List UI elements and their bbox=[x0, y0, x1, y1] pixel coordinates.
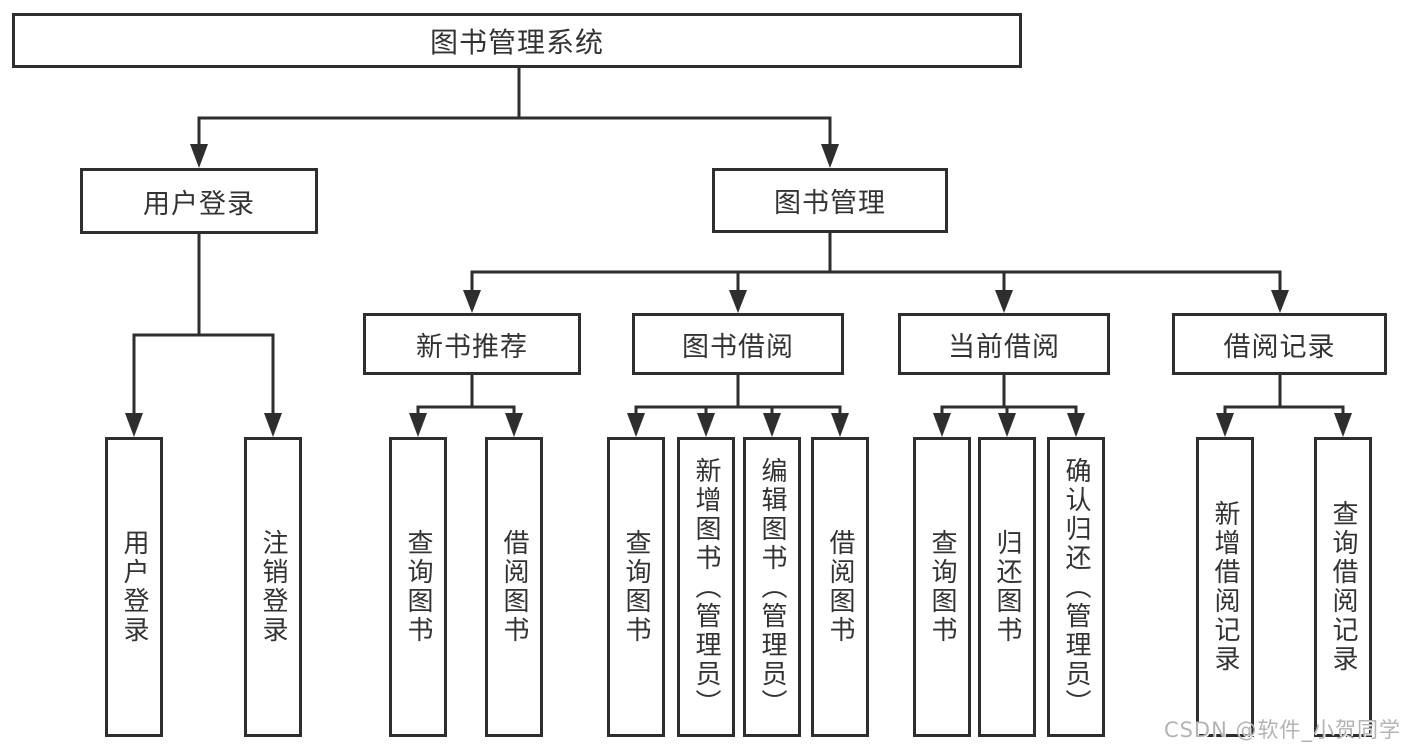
node-label: 查询图书 bbox=[403, 529, 433, 645]
node-label: 图书管理系统 bbox=[429, 25, 604, 59]
node-label: 注销登录 bbox=[258, 529, 288, 645]
node-leaf-query-book-1: 查询图书 bbox=[389, 437, 447, 737]
node-label: 新增借阅记录 bbox=[1210, 500, 1240, 674]
node-leaf-query-book-2: 查询图书 bbox=[607, 437, 665, 737]
node-label: 图书借阅 bbox=[682, 331, 794, 363]
node-book-borrow: 图书借阅 bbox=[632, 313, 844, 375]
node-leaf-user-login: 用户登录 bbox=[105, 437, 163, 737]
node-borrow-records: 借阅记录 bbox=[1172, 313, 1387, 375]
node-leaf-add-book-admin: 新增图书（管理员） bbox=[677, 437, 735, 737]
node-book-management-branch: 图书管理 bbox=[712, 168, 948, 233]
node-label: 新增图书（管理员） bbox=[691, 456, 721, 718]
node-label: 查询图书 bbox=[927, 529, 957, 645]
node-label: 图书管理 bbox=[774, 188, 886, 219]
node-user-login-branch: 用户登录 bbox=[80, 168, 318, 234]
node-label: 编辑图书（管理员） bbox=[757, 456, 787, 718]
node-leaf-edit-book-admin: 编辑图书（管理员） bbox=[743, 437, 801, 737]
node-label: 借阅记录 bbox=[1223, 331, 1336, 363]
node-leaf-borrow-book-1: 借阅图书 bbox=[485, 437, 543, 737]
node-label: 新书推荐 bbox=[416, 331, 528, 363]
node-label: 借阅图书 bbox=[499, 529, 529, 645]
node-current-borrow: 当前借阅 bbox=[898, 313, 1110, 375]
node-leaf-add-borrow-record: 新增借阅记录 bbox=[1196, 437, 1254, 737]
node-leaf-query-borrow-record: 查询借阅记录 bbox=[1314, 437, 1372, 737]
node-label: 查询图书 bbox=[621, 529, 651, 645]
node-leaf-confirm-return-admin: 确认归还（管理员） bbox=[1047, 437, 1105, 737]
node-label: 用户登录 bbox=[143, 188, 255, 220]
node-label: 借阅图书 bbox=[825, 529, 855, 645]
node-new-book-recommend: 新书推荐 bbox=[363, 313, 581, 375]
node-leaf-return-book: 归还图书 bbox=[978, 437, 1036, 737]
node-leaf-query-book-3: 查询图书 bbox=[913, 437, 971, 737]
node-system-root: 图书管理系统 bbox=[12, 13, 1022, 68]
node-label: 归还图书 bbox=[992, 529, 1022, 645]
node-label: 查询借阅记录 bbox=[1328, 500, 1358, 674]
node-label: 确认归还（管理员） bbox=[1061, 456, 1091, 718]
node-label: 当前借阅 bbox=[948, 331, 1060, 363]
node-leaf-borrow-book-2: 借阅图书 bbox=[811, 437, 869, 737]
node-leaf-logout: 注销登录 bbox=[244, 437, 302, 737]
csdn-watermark: CSDN @软件_小贺同学 bbox=[1163, 718, 1401, 742]
node-label: 用户登录 bbox=[119, 529, 149, 645]
